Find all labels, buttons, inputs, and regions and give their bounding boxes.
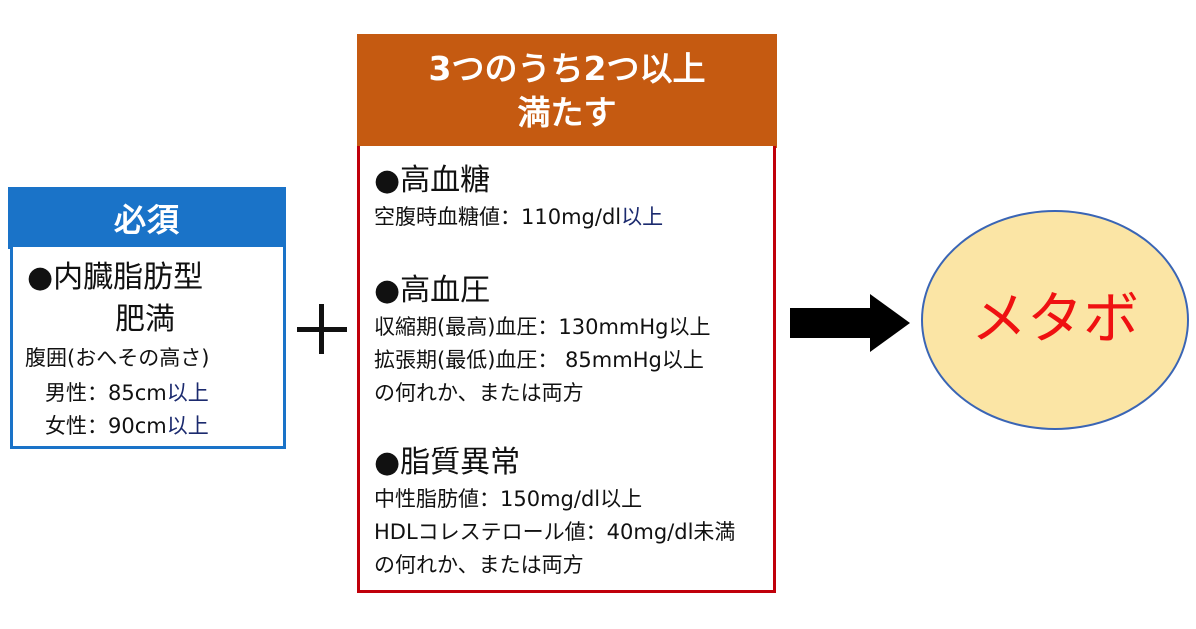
visceral-fat-title: ●内臓脂肪型 <box>27 260 204 295</box>
required-header: 必須 <box>8 187 286 249</box>
hypertension-either-note: の何れか、または両方 <box>374 381 584 405</box>
dyslipidemia-title: ●脂質異常 <box>374 445 521 480</box>
conditions-box: ●高血糖 空腹時血糖値：110mg/dl以上 ●高血圧 収縮期(最高)血圧：13… <box>357 146 776 593</box>
obesity-title: 肥満 <box>115 302 175 337</box>
conditions-header-line2: 満たす <box>517 93 617 132</box>
waist-label: 腹囲(おへその高さ) <box>25 346 210 370</box>
conditions-header-line1: 3つのうち2つ以上 <box>428 49 706 88</box>
hyperglycemia-title: ●高血糖 <box>374 163 491 198</box>
required-header-label: 必須 <box>113 201 180 239</box>
fasting-glucose-criterion: 空腹時血糖値：110mg/dl以上 <box>374 205 664 229</box>
hypertension-title: ●高血圧 <box>374 273 491 308</box>
metabo-label: メタボ <box>971 287 1139 352</box>
male-criterion: 男性：85cm以上 <box>45 381 209 405</box>
right-arrow-icon <box>790 294 910 352</box>
conditions-header: 3つのうち2つ以上 満たす <box>357 34 777 148</box>
plus-icon-vertical <box>319 304 324 354</box>
female-criterion: 女性：90cm以上 <box>45 414 209 438</box>
dyslipidemia-either-note: の何れか、または両方 <box>374 553 584 577</box>
systolic-criterion: 収縮期(最高)血圧：130mmHg以上 <box>374 315 711 339</box>
result-ellipse: メタボ <box>921 210 1189 430</box>
diastolic-criterion: 拡張期(最低)血圧： 85mmHg以上 <box>374 348 704 372</box>
required-box: ●内臓脂肪型 肥満 腹囲(おへその高さ) 男性：85cm以上 女性：90cm以上 <box>10 247 286 449</box>
hdl-criterion: HDLコレステロール値：40mg/dl未満 <box>374 520 736 544</box>
triglyceride-criterion: 中性脂肪値：150mg/dl以上 <box>374 487 643 511</box>
